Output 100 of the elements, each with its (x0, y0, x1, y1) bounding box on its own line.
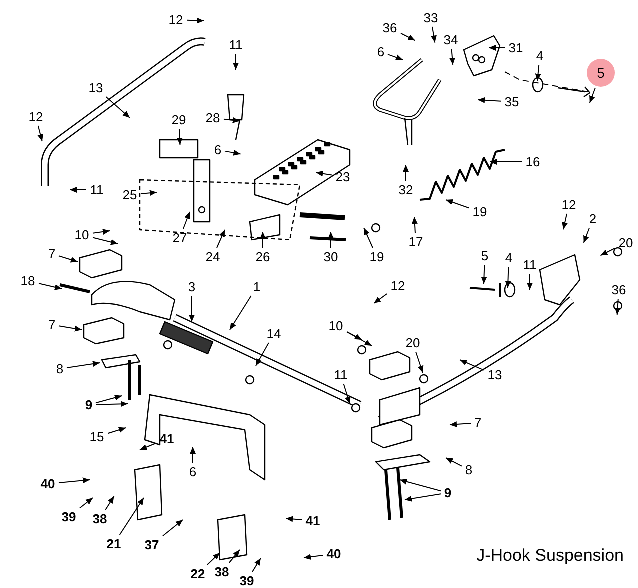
callout-number: 9 (444, 486, 452, 500)
callout-number: 38 (92, 512, 108, 526)
leader-line (505, 266, 512, 288)
leader-line (206, 552, 220, 566)
leader-line (224, 117, 240, 124)
leader-line (346, 331, 362, 340)
callout-number: 6 (377, 44, 385, 60)
leader-line (189, 296, 195, 322)
callout-number: 6 (189, 464, 197, 480)
leader-line (404, 494, 442, 502)
callout-number: 2 (589, 212, 597, 226)
callout-number: 11 (229, 38, 243, 52)
leader-line (589, 88, 596, 104)
leader-line (96, 394, 122, 404)
callout-number: 12 (168, 12, 184, 28)
leader-line (190, 446, 196, 464)
callout-number: 31 (508, 40, 524, 56)
leader-line (186, 18, 204, 24)
callout-number: 19 (472, 204, 488, 220)
leader-line (446, 458, 462, 467)
callout-number: 10 (328, 318, 344, 334)
leader-line (346, 332, 372, 346)
callout-number: 11 (90, 182, 104, 198)
callout-number: 17 (408, 234, 424, 250)
callout-number: 12 (390, 278, 406, 294)
leader-line (450, 48, 456, 66)
callout-number: 36 (382, 20, 398, 36)
callout-number: 41 (160, 432, 174, 446)
callout-number: 20 (618, 236, 634, 250)
callout-number: 16 (526, 154, 540, 170)
callout-number: 11 (523, 258, 537, 272)
callout-number: 5 (587, 59, 615, 87)
leader-line (66, 361, 100, 368)
leader-line (260, 232, 266, 248)
leader-line (600, 248, 616, 256)
callout-number: 15 (90, 430, 104, 444)
leader-line (182, 212, 190, 230)
leader-line (364, 228, 374, 248)
leader-line (374, 294, 388, 304)
leader-line (92, 229, 110, 235)
leader-line (162, 520, 184, 537)
leader-line (316, 170, 332, 177)
callout-number: 29 (172, 112, 186, 128)
callout-number: 8 (56, 362, 64, 376)
callout-number: 40 (40, 476, 56, 492)
callout-number: 13 (488, 368, 502, 382)
leader-line (216, 230, 226, 248)
leader-line (527, 274, 533, 290)
leader-line (460, 360, 484, 371)
callout-number: 41 (306, 514, 320, 528)
leader-line (400, 478, 442, 492)
callout-number: 4 (536, 48, 544, 64)
leader-line (562, 214, 568, 230)
leader-line (140, 190, 158, 196)
callout-number: 19 (370, 250, 384, 264)
callout-number: 39 (62, 510, 76, 524)
leader-line (224, 150, 242, 156)
callout-number: 33 (424, 10, 438, 26)
callout-number: 36 (612, 282, 626, 298)
callout-number: 7 (474, 416, 482, 430)
leader-line (286, 516, 302, 522)
leader-line (416, 352, 424, 374)
callout-number: 18 (20, 274, 36, 288)
leader-line (488, 45, 506, 51)
leader-line (58, 478, 90, 484)
callout-number: 30 (324, 250, 338, 264)
leader-line (106, 96, 130, 118)
callout-number: 20 (406, 336, 420, 350)
leader-line (478, 97, 502, 104)
callout-number: 24 (206, 250, 220, 264)
callout-number: 8 (465, 462, 473, 478)
callout-number: 12 (562, 198, 576, 212)
callout-number: 5 (481, 248, 489, 264)
leader-line (431, 26, 437, 44)
callout-number: 39 (240, 574, 254, 588)
callout-number: 40 (326, 546, 342, 562)
leader-line (176, 128, 183, 146)
callout-number: 11 (334, 368, 348, 382)
leader-line (233, 54, 239, 70)
leader-line (446, 200, 470, 209)
leader-line (108, 427, 126, 434)
callout-number: 23 (336, 170, 350, 184)
leader-line (96, 401, 128, 408)
callout-number: 35 (504, 94, 520, 110)
callout-number: 4 (505, 250, 513, 266)
leader-line (252, 558, 262, 572)
callout-number: 6 (214, 142, 222, 158)
callout-number: 38 (214, 564, 230, 580)
leader-line (304, 554, 324, 560)
leader-line (583, 228, 590, 244)
leader-line (228, 550, 240, 564)
leader-line (614, 298, 621, 316)
callout-number: 3 (188, 280, 196, 294)
callout-number: 7 (48, 318, 56, 332)
leader-line (256, 342, 270, 366)
callout-number: 34 (444, 32, 458, 48)
leader-line (38, 126, 44, 142)
callout-number: 37 (144, 538, 160, 552)
leader-line (140, 442, 156, 450)
leader-line (119, 498, 144, 536)
